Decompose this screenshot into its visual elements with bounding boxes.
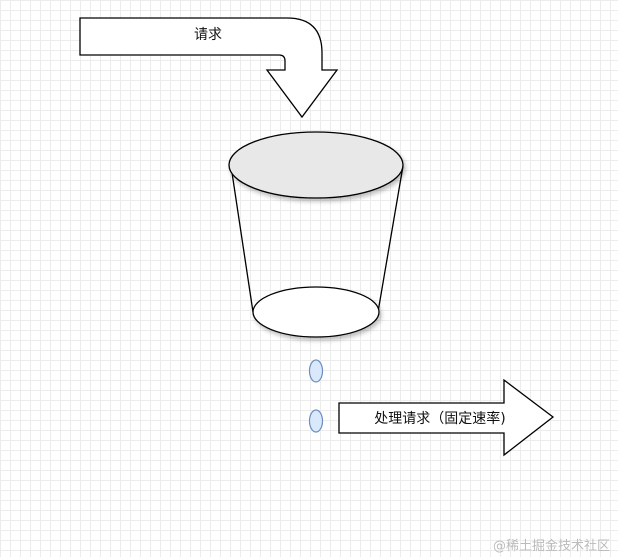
process-label: 处理请求（固定速率): [374, 410, 505, 427]
bucket-bottom: [252, 286, 380, 338]
bucket-top: [228, 131, 404, 199]
watermark: @稀土掘金技术社区: [493, 538, 610, 554]
request-label: 请求: [194, 27, 222, 43]
process-arrow: [338, 378, 555, 457]
water-drop-1: [308, 359, 324, 383]
request-arrow: [79, 17, 339, 119]
bucket-body: [230, 165, 404, 313]
bucket: [228, 131, 404, 338]
water-drop-2: [308, 409, 324, 433]
